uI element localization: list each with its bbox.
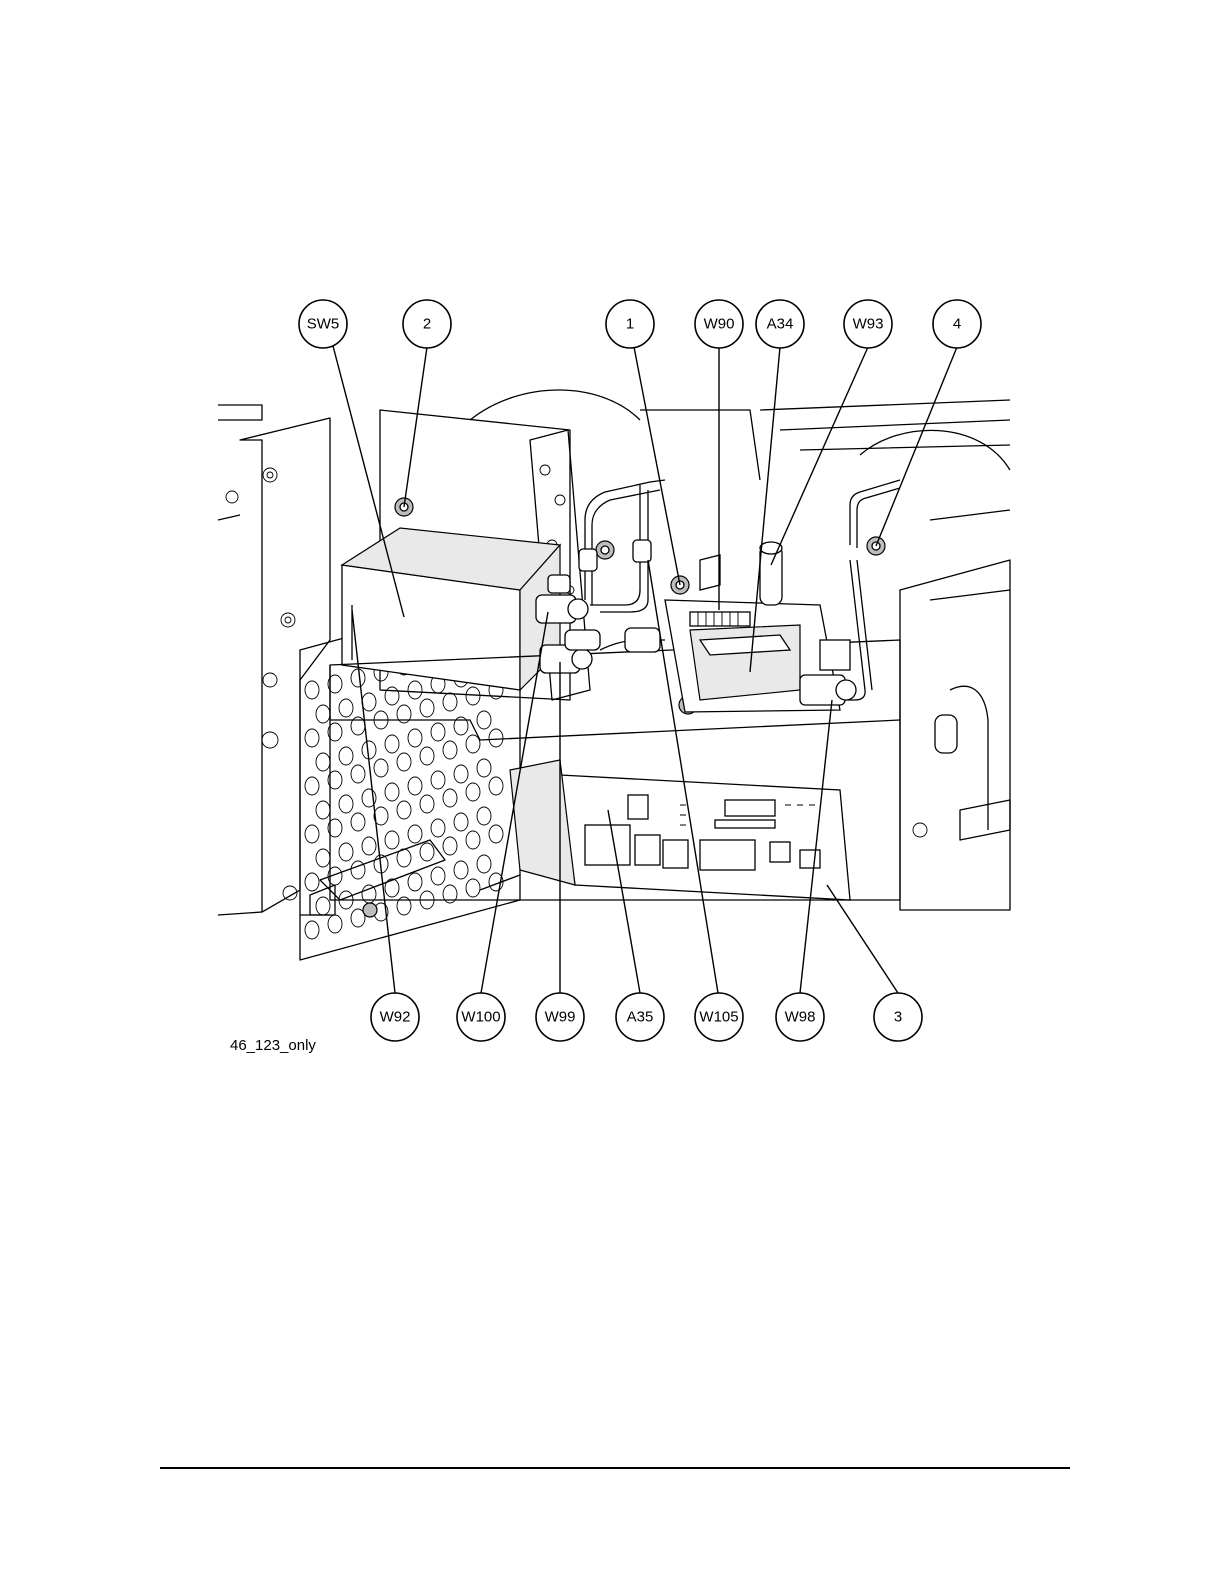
- callout-a35-label: A35: [627, 1009, 654, 1026]
- grille-hole: [420, 747, 434, 765]
- callout-a35: A35: [616, 993, 664, 1041]
- grille-hole: [351, 669, 365, 687]
- callout-1-label: 1: [626, 316, 634, 333]
- grille-hole: [431, 723, 445, 741]
- callout-w105: W105: [695, 993, 743, 1041]
- grille-hole: [466, 687, 480, 705]
- callout-w90: W90: [695, 300, 743, 348]
- callout-sw5: SW5: [299, 300, 347, 348]
- grille-hole: [431, 867, 445, 885]
- callout-w93-label: W93: [853, 316, 884, 333]
- callout-2-label: 2: [423, 316, 431, 333]
- grille-hole: [339, 795, 353, 813]
- grille-hole: [477, 855, 491, 873]
- grille-hole: [443, 789, 457, 807]
- callout-w99: W99: [536, 993, 584, 1041]
- callout-w99-label: W99: [545, 1009, 576, 1026]
- grille-hole: [316, 897, 330, 915]
- a34-assembly: [665, 542, 856, 712]
- grille-hole: [316, 753, 330, 771]
- grille-hole: [397, 753, 411, 771]
- grille-hole: [408, 873, 422, 891]
- grille-hole: [477, 759, 491, 777]
- a35-board: [510, 760, 850, 900]
- callout-w90-label: W90: [704, 316, 735, 333]
- switch-sw5-body: [342, 528, 560, 690]
- leader-w93: [771, 347, 868, 565]
- callout-3-label: 3: [894, 1009, 902, 1026]
- grille-hole: [443, 741, 457, 759]
- callout-4: 4: [933, 300, 981, 348]
- grille-hole: [339, 843, 353, 861]
- callout-w98: W98: [776, 993, 824, 1041]
- grille-hole: [351, 861, 365, 879]
- grille-hole: [431, 771, 445, 789]
- grille-hole: [316, 801, 330, 819]
- grille-hole: [454, 765, 468, 783]
- callout-w100: W100: [457, 993, 505, 1041]
- grille-hole: [420, 699, 434, 717]
- callout-1: 1: [606, 300, 654, 348]
- grille-hole: [328, 915, 342, 933]
- callout-3: 3: [874, 993, 922, 1041]
- grille-hole: [316, 849, 330, 867]
- grille-hole: [351, 813, 365, 831]
- grille-hole: [305, 681, 319, 699]
- grille-hole: [305, 825, 319, 843]
- grille-hole: [385, 735, 399, 753]
- grille-hole: [454, 813, 468, 831]
- grille-hole: [477, 807, 491, 825]
- grille-hole: [351, 765, 365, 783]
- grille-hole: [408, 777, 422, 795]
- grille-hole: [362, 837, 376, 855]
- grille-hole: [443, 693, 457, 711]
- leader-3: [827, 885, 898, 993]
- callout-w92-label: W92: [380, 1009, 411, 1026]
- callout-4-label: 4: [953, 316, 961, 333]
- grille-hole: [385, 831, 399, 849]
- grille-hole: [408, 825, 422, 843]
- grille-hole: [374, 759, 388, 777]
- footer-rule: [160, 1467, 1070, 1469]
- grille-hole: [466, 735, 480, 753]
- callout-w100-label: W100: [461, 1009, 500, 1026]
- grille-hole: [316, 705, 330, 723]
- grille-hole: [385, 687, 399, 705]
- callout-a34-label: A34: [767, 316, 794, 333]
- figure-id-label: 46_123_only: [230, 1037, 316, 1054]
- grille-hole: [397, 801, 411, 819]
- grille-hole: [466, 831, 480, 849]
- grille-hole: [454, 861, 468, 879]
- grille-hole: [385, 783, 399, 801]
- callout-w98-label: W98: [785, 1009, 816, 1026]
- leader-2: [404, 347, 427, 507]
- grille-hole: [443, 837, 457, 855]
- callout-sw5-label: SW5: [307, 316, 340, 333]
- callout-w105-label: W105: [699, 1009, 738, 1026]
- callout-a34: A34: [756, 300, 804, 348]
- grille-hole: [305, 921, 319, 939]
- grille-hole: [477, 711, 491, 729]
- callout-2: 2: [403, 300, 451, 348]
- grille-hole: [431, 819, 445, 837]
- grille-hole: [362, 693, 376, 711]
- callout-w93: W93: [844, 300, 892, 348]
- assembly-drawing: [218, 390, 1010, 960]
- grille-hole: [408, 681, 422, 699]
- callout-w92: W92: [371, 993, 419, 1041]
- grille-hole: [339, 747, 353, 765]
- grille-hole: [305, 777, 319, 795]
- grille-hole: [489, 777, 503, 795]
- grille-hole: [408, 729, 422, 747]
- grille-hole: [489, 825, 503, 843]
- grille-hole: [305, 873, 319, 891]
- grille-hole: [339, 699, 353, 717]
- grille-hole: [305, 729, 319, 747]
- grille-hole: [466, 879, 480, 897]
- grille-hole: [420, 795, 434, 813]
- grille-hole: [489, 729, 503, 747]
- grille-hole: [420, 843, 434, 861]
- grille-hole: [466, 783, 480, 801]
